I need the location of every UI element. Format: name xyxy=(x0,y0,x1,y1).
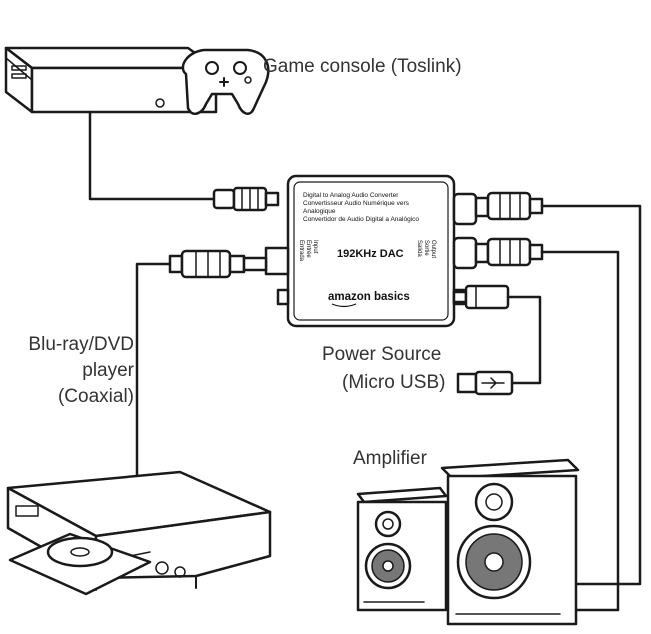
toslink-plug-icon xyxy=(212,186,280,212)
gamepad-icon xyxy=(181,48,270,116)
input-label-line: Entrée xyxy=(305,240,311,258)
output-label-line: Salida xyxy=(416,240,422,257)
bluray-label: Blu-ray/DVD player (Coaxial) xyxy=(6,332,134,410)
rca-plug-icon xyxy=(474,191,544,221)
disc-icon xyxy=(8,532,152,596)
dac-desc-line: Digital to Analog Audio Converter xyxy=(303,192,399,199)
bluray-label-line: player xyxy=(82,360,134,381)
speaker-icon xyxy=(440,458,580,626)
amplifier-label: Amplifier xyxy=(353,448,427,469)
bluray-label-line: (Coaxial) xyxy=(57,386,134,407)
power-source-sublabel: (Micro USB) xyxy=(342,372,446,393)
bluray-label-line: Blu-ray/DVD xyxy=(28,334,134,355)
speaker-icon xyxy=(356,486,448,612)
output-label-line: Output xyxy=(430,240,436,258)
output-label-line: Sortie xyxy=(423,240,429,256)
game-console-label: Game console (Toslink) xyxy=(263,56,462,77)
power-source-label: Power Source xyxy=(322,344,442,365)
rca-plug-icon xyxy=(168,249,268,279)
dac-brand: amazon basics xyxy=(328,291,410,303)
input-label-line: Input xyxy=(312,240,318,254)
dac-model: 192KHz DAC xyxy=(337,248,404,260)
dac-desc-line: Convertidor de Audio Digital a Analógico xyxy=(303,216,419,223)
dac-desc-line: Convertisseur Audio Numérique vers xyxy=(303,200,410,207)
rca-plug-icon xyxy=(474,237,544,267)
input-label-line: Entrada xyxy=(298,240,304,262)
usb-icon xyxy=(456,370,514,396)
dac-desc-line: Analogique xyxy=(303,208,336,215)
game-console-icon xyxy=(4,46,218,114)
